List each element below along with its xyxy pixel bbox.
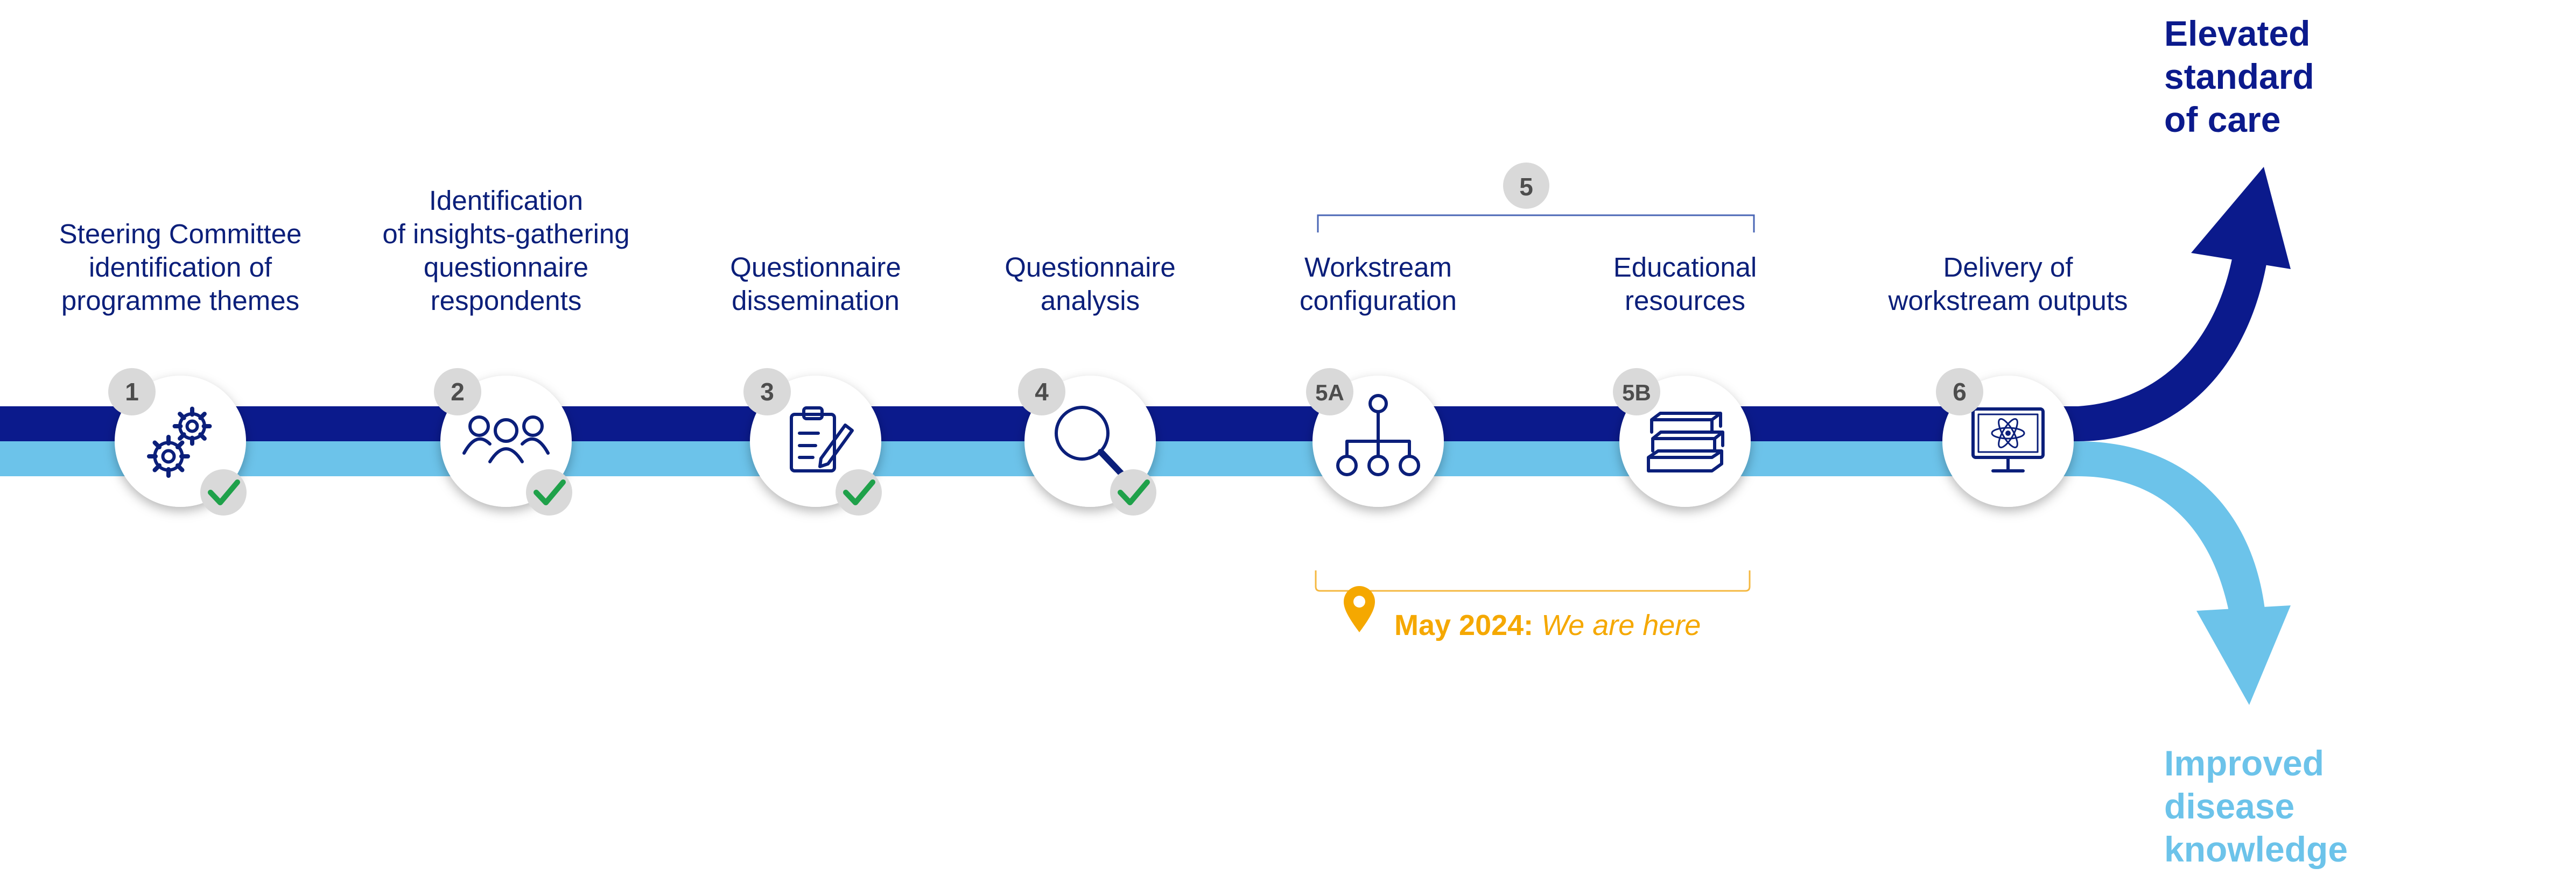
outcome-line: knowledge bbox=[2164, 829, 2348, 869]
step-number: 3 bbox=[760, 378, 774, 406]
step-number: 2 bbox=[451, 378, 465, 406]
step-number-badge bbox=[434, 368, 481, 415]
completed-badge bbox=[526, 469, 572, 516]
org-chart-icon bbox=[1336, 394, 1420, 476]
step-label-line: Identification bbox=[429, 185, 584, 216]
step-number-badge bbox=[108, 368, 156, 415]
step-number: 5A bbox=[1315, 380, 1344, 405]
check-icon bbox=[208, 479, 240, 505]
upper-arrow-head bbox=[2191, 167, 2291, 269]
check-icon bbox=[843, 479, 875, 505]
outcome-upper: Elevated standard of care bbox=[2164, 12, 2314, 141]
step-label-line: of insights-gathering bbox=[382, 218, 630, 249]
step-label-line: analysis bbox=[1040, 285, 1140, 316]
completed-badge bbox=[200, 469, 247, 516]
step-label-line: Workstream bbox=[1304, 252, 1452, 283]
step-4: 4 bbox=[1018, 368, 1156, 516]
step-5b: 5B bbox=[1613, 368, 1751, 507]
step-number-badge bbox=[1613, 368, 1660, 415]
step-6: 6 bbox=[1936, 368, 2074, 507]
people-group-icon bbox=[462, 415, 550, 463]
step-label-line: respondents bbox=[430, 285, 582, 316]
gears-icon bbox=[147, 406, 212, 478]
step-1: 1 bbox=[108, 368, 247, 516]
location-pin-dot bbox=[1353, 596, 1365, 608]
step-3: 3 bbox=[743, 368, 882, 516]
step-label-line: resources bbox=[1625, 285, 1745, 316]
books-icon bbox=[1647, 412, 1724, 472]
current-text: We are here bbox=[1541, 609, 1701, 641]
step-2: 2 bbox=[434, 368, 572, 516]
step-label-line: Delivery of bbox=[1943, 252, 2073, 283]
step-number-badge bbox=[1018, 368, 1065, 415]
current-position-label: May 2024: We are here bbox=[1394, 608, 1701, 643]
group-bracket bbox=[1317, 214, 1755, 232]
completed-badge bbox=[1110, 469, 1156, 516]
step-label-line: programme themes bbox=[61, 285, 300, 316]
step-number: 5B bbox=[1622, 380, 1651, 405]
lower-arrow-head bbox=[2196, 605, 2291, 705]
current-date: May 2024: bbox=[1394, 609, 1534, 641]
step-number-badge bbox=[1936, 368, 1983, 415]
group-badge bbox=[1503, 163, 1549, 209]
step-number: 4 bbox=[1035, 378, 1049, 406]
step-label-line: Steering Committee bbox=[59, 218, 302, 249]
step-label-line: questionnaire bbox=[423, 252, 589, 283]
current-bracket bbox=[1315, 570, 1751, 592]
step-label-line: identification of bbox=[88, 252, 272, 283]
outcome-line: Elevated bbox=[2164, 13, 2311, 53]
monitor-atom-icon bbox=[1971, 407, 2045, 472]
check-icon bbox=[534, 479, 566, 505]
step-number-badge bbox=[1306, 368, 1353, 415]
outcome-line: disease bbox=[2164, 786, 2295, 826]
step-label-line: dissemination bbox=[732, 285, 900, 316]
location-pin-icon bbox=[1344, 586, 1375, 632]
upper-arrow-shaft bbox=[2067, 248, 2269, 441]
step-number: 1 bbox=[125, 378, 139, 406]
outcome-line: of care bbox=[2164, 100, 2281, 139]
check-icon bbox=[1118, 479, 1150, 505]
group-badge-label: 5 bbox=[1519, 173, 1533, 201]
outcome-line: Improved bbox=[2164, 743, 2325, 783]
step-label-line: workstream outputs bbox=[1888, 285, 2128, 316]
step-label-line: Questionnaire bbox=[730, 252, 901, 283]
step-5a: 5A bbox=[1306, 368, 1444, 507]
step-number-badge bbox=[743, 368, 791, 415]
step-label-line: Questionnaire bbox=[1005, 252, 1176, 283]
clipboard-pen-icon bbox=[790, 406, 854, 472]
lower-arrow-shaft bbox=[2067, 441, 2265, 619]
outcome-line: standard bbox=[2164, 57, 2314, 96]
step-number: 6 bbox=[1953, 378, 1967, 406]
step-label-line: Educational bbox=[1613, 252, 1757, 283]
completed-badge bbox=[836, 469, 882, 516]
step-label-line: configuration bbox=[1299, 285, 1457, 316]
magnifier-icon bbox=[1055, 406, 1125, 477]
